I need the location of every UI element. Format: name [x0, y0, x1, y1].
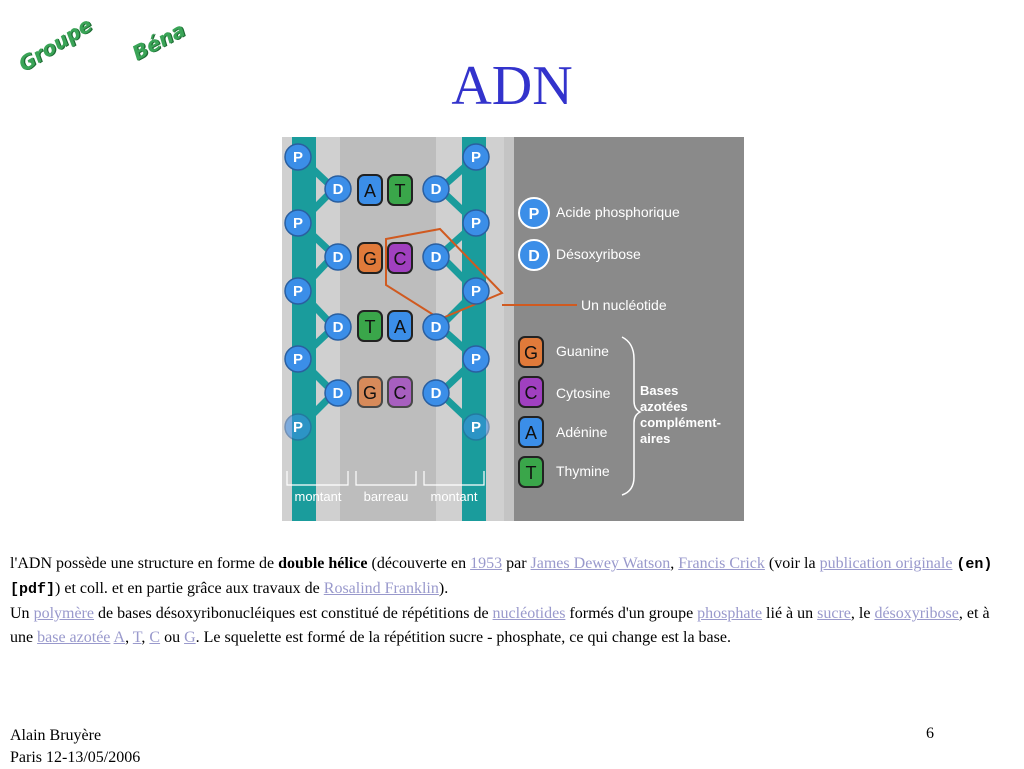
label-montant-right: montant: [431, 489, 478, 504]
paragraph-1: l'ADN possède une structure en forme de …: [10, 555, 993, 598]
sugar-letter: D: [431, 385, 442, 402]
label-montant-left: montant: [295, 489, 342, 504]
sugar-letter: D: [333, 385, 344, 402]
link-base-azotee[interactable]: base azotée: [37, 629, 111, 646]
link-t[interactable]: T: [132, 629, 142, 646]
legend-phosphate-label: Acide phosphorique: [556, 204, 680, 220]
link-sucre[interactable]: sucre: [817, 605, 851, 622]
link-polymere[interactable]: polymère: [33, 605, 94, 622]
link-desoxyribose[interactable]: désoxyribose: [874, 605, 959, 622]
left-phosphates: [284, 143, 312, 441]
link-publication-originale[interactable]: publication originale: [819, 555, 953, 572]
legend: P Acide phosphorique D Désoxyribose Un n…: [518, 197, 721, 496]
legend-phosphate-symbol: P: [529, 206, 540, 223]
right-phosphates: [462, 143, 490, 441]
phosphate-letter: P: [471, 419, 481, 436]
legend-thymine-label: Thymine: [556, 463, 610, 479]
left-sugars: [324, 175, 352, 407]
base-letter: C: [394, 249, 407, 269]
legend-adenine-symbol: A: [525, 423, 537, 443]
legend-cytosine-symbol: C: [525, 383, 538, 403]
place-date: Paris 12-13/05/2006: [10, 749, 141, 766]
bases-label-line: complément-: [640, 415, 721, 430]
link-watson[interactable]: James Dewey Watson: [530, 555, 671, 572]
phosphate-letter: P: [293, 215, 303, 232]
label-barreau: barreau: [364, 489, 409, 504]
link-a[interactable]: A: [113, 629, 126, 646]
bases-label-line: Bases: [640, 383, 678, 398]
base-letter: C: [394, 383, 407, 403]
link-nucleotides[interactable]: nucléotides: [492, 605, 566, 622]
legend-thymine-symbol: T: [526, 463, 537, 483]
bottom-brackets: [286, 471, 485, 486]
legend-sugar-label: Désoxyribose: [556, 246, 641, 262]
sugar-letter: D: [333, 249, 344, 266]
phosphate-letter: P: [471, 215, 481, 232]
nucleotide-outline: [385, 227, 504, 321]
paragraph-2: Un polymère de bases désoxyribonucléique…: [10, 605, 990, 646]
bases-label-line: aires: [640, 431, 670, 446]
right-rail: [462, 137, 486, 521]
phosphate-letter: P: [293, 419, 303, 436]
phosphate-letter: P: [293, 351, 303, 368]
bases-label-line: azotées: [640, 399, 688, 414]
legend-cytosine-label: Cytosine: [556, 385, 611, 401]
dna-figure: P P P P P P P P P P D D D D D D D D: [282, 137, 744, 521]
left-rail: [292, 137, 316, 521]
phosphate-letter: P: [471, 351, 481, 368]
sugar-letter: D: [431, 249, 442, 266]
legend-sugar-symbol: D: [528, 248, 540, 265]
link-g[interactable]: G: [184, 629, 196, 646]
link-c[interactable]: C: [149, 629, 161, 646]
link-crick[interactable]: Francis Crick: [678, 555, 765, 572]
page-number: 6: [926, 725, 934, 742]
bold-double-helice: double hélice: [278, 555, 368, 572]
base-pairs: [357, 174, 413, 408]
base-letter: G: [363, 383, 377, 403]
base-letter: T: [365, 317, 376, 337]
legend-guanine-label: Guanine: [556, 343, 609, 359]
sugar-letter: D: [333, 319, 344, 336]
body-text: l'ADN possède une structure en forme de …: [10, 552, 1016, 650]
en-pdf-tag: (en)[pdf]: [10, 556, 993, 598]
legend-adenine-label: Adénine: [556, 424, 608, 440]
author-name: Alain Bruyère: [10, 727, 102, 744]
link-phosphate[interactable]: phosphate: [697, 605, 763, 622]
footer-author: Alain Bruyère Paris 12-13/05/2006: [10, 725, 140, 769]
page-title: ADN: [451, 55, 573, 117]
bases-brace: [621, 336, 642, 496]
base-letter: A: [394, 317, 406, 337]
right-sugars: [422, 175, 450, 407]
base-letter: T: [395, 181, 406, 201]
phosphate-letter: P: [471, 149, 481, 166]
link-franklin[interactable]: Rosalind Franklin: [323, 580, 439, 597]
sugar-letter: D: [333, 181, 344, 198]
base-letter: A: [364, 181, 376, 201]
legend-nucleotide-label: Un nucléotide: [581, 297, 667, 313]
base-letter: G: [363, 249, 377, 269]
phosphate-letter: P: [293, 283, 303, 300]
sugar-letter: D: [431, 319, 442, 336]
legend-guanine-symbol: G: [524, 343, 538, 363]
sugar-letter: D: [431, 181, 442, 198]
link-1953[interactable]: 1953: [470, 555, 503, 572]
phosphate-letter: P: [471, 283, 481, 300]
phosphate-letter: P: [293, 149, 303, 166]
